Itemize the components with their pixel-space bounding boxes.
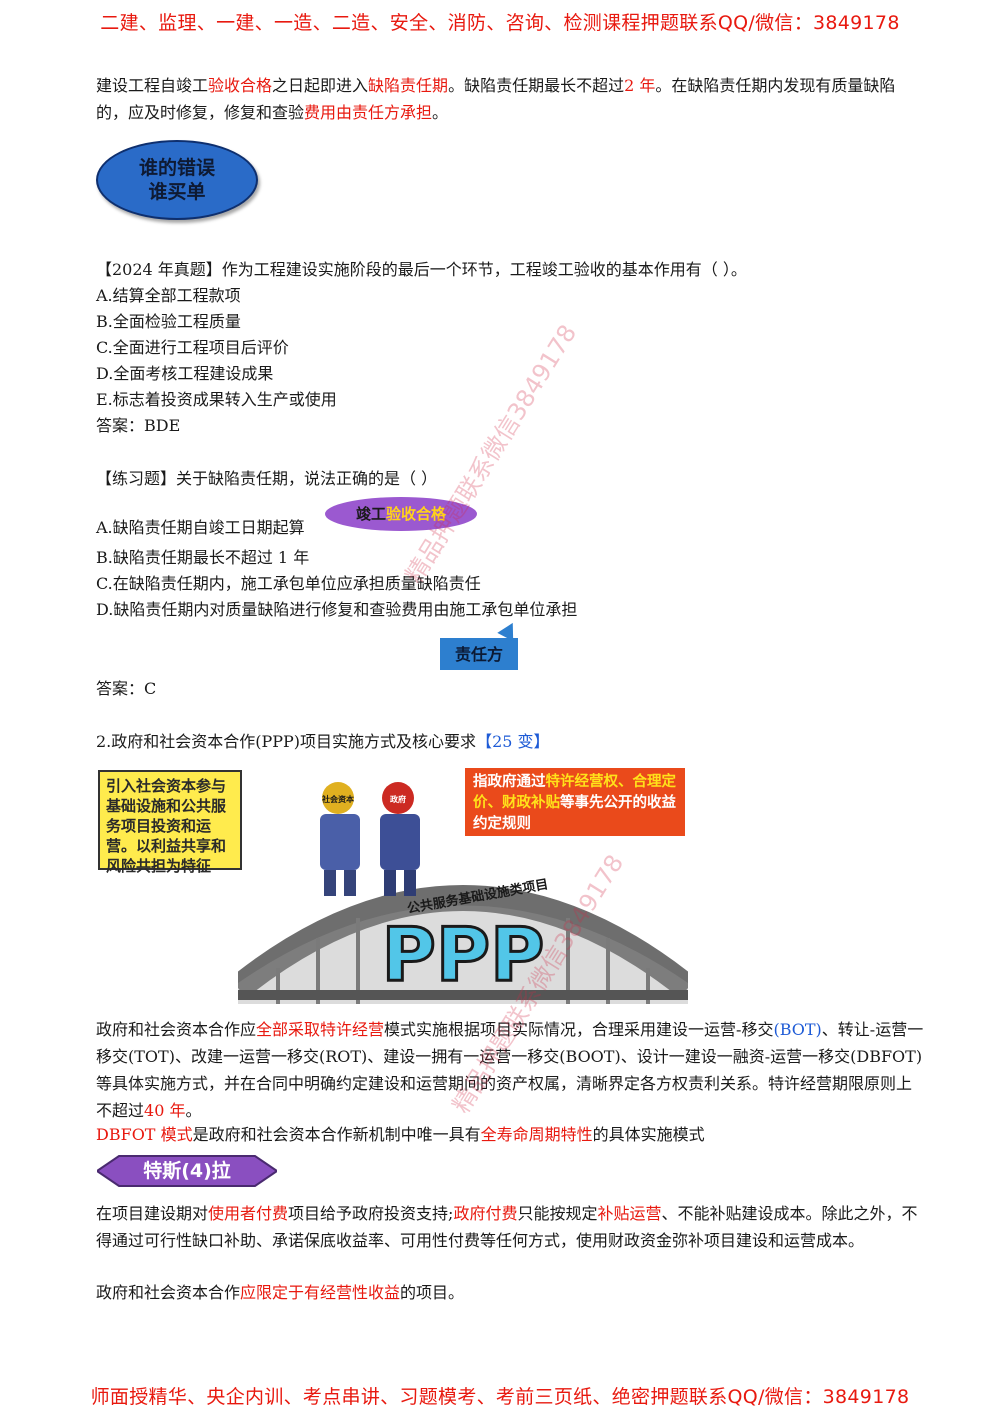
responsible-party-sticker: 责任方 xyxy=(440,638,518,670)
blame-sticker-line2: 谁买单 xyxy=(148,181,206,203)
limit-highlight: 应限定于有经营性收益 xyxy=(240,1283,401,1302)
limit-line: 政府和社会资本合作应限定于有经营性收益的项目。 xyxy=(96,1280,464,1306)
dbfot-highlight-1: DBFOT 模式 xyxy=(96,1125,193,1144)
practice-option-b: B.缺陷责任期最长不超过 1 年 xyxy=(96,548,310,567)
ppp-para-highlight-2: 40 年 xyxy=(144,1101,186,1120)
ppp-illustration: PPP 公共服务基础设施类项目 社会资本 政府 xyxy=(229,768,697,1004)
ppp-para-bot: (BOT) xyxy=(773,1020,822,1039)
question-2024-option-c: C.全面进行工程项目后评价 xyxy=(96,338,289,357)
limit-text-a: 政府和社会资本合作 xyxy=(96,1283,241,1302)
tesla-ribbon-text: 特斯(4)拉 xyxy=(143,1160,231,1182)
ppp-paragraph: 政府和社会资本合作应全部采取特许经营模式实施根据项目实际情况，合理采用建设一运营… xyxy=(96,1016,926,1124)
practice-option-a: A.缺陷责任期自竣工日期起算 xyxy=(96,518,305,537)
question-2024-stem: 【2024 年真题】作为工程建设实施阶段的最后一个环节，工程竣工验收的基本作用有… xyxy=(96,260,747,279)
watermark-upper: 精品押题联系微信3849178 xyxy=(400,319,583,589)
intro-highlight-3: 2 年 xyxy=(624,76,656,95)
pay-highlight-1: 使用者付费 xyxy=(208,1204,289,1223)
ppp-para-text-a: 政府和社会资本合作应 xyxy=(96,1020,257,1039)
pay-text-a: 在项目建设期对 xyxy=(96,1204,209,1223)
practice-answer: 答案：C xyxy=(96,679,157,698)
practice-stem: 【练习题】关于缺陷责任期，说法正确的是（ ） xyxy=(96,469,438,488)
ppp-para-text-d: 。 xyxy=(185,1101,202,1120)
intro-highlight-1: 验收合格 xyxy=(208,76,273,95)
ppp-right-banner: 指政府通过特许经营权、合理定价、财政补贴等事先公开的收益约定规则 xyxy=(465,768,685,836)
intro-text-1: 建设工程自竣工 xyxy=(96,76,209,95)
blame-sticker-line1: 谁的错误 xyxy=(138,157,215,179)
ppp-right-highlight: 特许经营权、合理定价、财政补贴 xyxy=(473,774,676,811)
question-2024-option-e: E.标志着投资成果转入生产或使用 xyxy=(96,390,337,409)
section-2-tag: 【25 变】 xyxy=(476,732,550,751)
intro-text-5: 。 xyxy=(432,103,449,122)
acceptance-sticker-text: 竣工 xyxy=(355,505,386,523)
intro-text-4: 。在缺陷责任期内发现有质量缺陷的，应及时修复，修复和查验 xyxy=(96,76,896,122)
tesla-ribbon: 特斯(4)拉 xyxy=(95,1154,279,1188)
ppp-bridge-drawing: PPP 公共服务基础设施类项目 社会资本 政府 xyxy=(229,782,697,1004)
dbfot-line: DBFOT 模式是政府和社会资本合作新机制中唯一具有全寿命周期特性的具体实施模式 xyxy=(96,1122,705,1148)
dbfot-text-a: 是政府和社会资本合作新机制中唯一具有 xyxy=(192,1125,481,1144)
pay-highlight-3: 补贴运营 xyxy=(597,1204,662,1223)
footer-banner: 师面授精华、央企内训、考点串讲、习题模考、考前三页纸、绝密押题联系QQ/微信：3… xyxy=(90,1386,910,1408)
pay-text-c: 只能按规定 xyxy=(517,1204,598,1223)
intro-highlight-4: 费用由责任方承担 xyxy=(304,103,433,122)
question-2024-option-a: A.结算全部工程款项 xyxy=(96,286,241,305)
acceptance-sticker-highlight: 验收合格 xyxy=(386,505,447,523)
practice-option-c: C.在缺陷责任期内，施工承包单位应承担质量缺陷责任 xyxy=(96,574,481,593)
ppp-left-banner: 引入社会资本参与基础设施和公共服务项目投资和运营。以利益共享和风险共担为特征 xyxy=(98,770,242,875)
section-2-title-text: 2.政府和社会资本合作(PPP)项目实施方式及核心要求 xyxy=(96,732,477,751)
pay-text-d: 、不能补贴建设成本。除此之外，不得通过可行性缺口补助、承诺保底收益率、可用性付费… xyxy=(96,1204,918,1250)
left-person-label: 社会资本 xyxy=(321,794,354,804)
intro-text-3: 。缺陷责任期最长不超过 xyxy=(448,76,625,95)
intro-highlight-2: 缺陷责任期 xyxy=(368,76,449,95)
intro-text-2: 之日起即进入 xyxy=(272,76,369,95)
ppp-letters: PPP xyxy=(382,912,545,998)
pay-text-b: 项目给予政府投资支持; xyxy=(288,1204,454,1223)
limit-text-b: 的项目。 xyxy=(400,1283,465,1302)
ppp-para-text-b: 模式实施根据项目实际情况，合理采用建设一运营-移交 xyxy=(384,1020,774,1039)
ppp-para-text-c: 、转让-运营一移交(TOT)、改建一运营一移交(ROT)、建设一拥有一运营一移交… xyxy=(96,1020,924,1120)
payment-paragraph: 在项目建设期对使用者付费项目给予政府投资支持;政府付费只能按规定补贴运营、不能补… xyxy=(96,1200,926,1254)
ppp-para-highlight-1: 全部采取特许经营 xyxy=(256,1020,385,1039)
right-person-label: 政府 xyxy=(390,794,406,804)
acceptance-sticker: 竣工验收合格 xyxy=(325,497,477,531)
question-2024-option-b: B.全面检验工程质量 xyxy=(96,312,241,331)
question-2024-answer: 答案：BDE xyxy=(96,416,181,435)
question-2024-option-d: D.全面考核工程建设成果 xyxy=(96,364,274,383)
section-2-title: 2.政府和社会资本合作(PPP)项目实施方式及核心要求【25 变】 xyxy=(96,729,550,755)
blame-sticker: 谁的错误 谁买单 xyxy=(96,140,258,220)
dbfot-text-b: 的具体实施模式 xyxy=(592,1125,705,1144)
dbfot-highlight-2: 全寿命周期特性 xyxy=(480,1125,593,1144)
pay-highlight-2: 政府付费 xyxy=(453,1204,518,1223)
ppp-right-text-c: 等事先公开的收益约定规则 xyxy=(473,795,676,832)
header-banner: 二建、监理、一建、一造、二造、安全、消防、咨询、检测课程押题联系QQ/微信：38… xyxy=(100,12,900,34)
intro-paragraph: 建设工程自竣工验收合格之日起即进入缺陷责任期。缺陷责任期最长不超过2 年。在缺陷… xyxy=(96,72,926,126)
practice-option-d: D.缺陷责任期内对质量缺陷进行修复和查验费用由施工承包单位承担 xyxy=(96,600,578,619)
ppp-right-text-a: 指政府通过 xyxy=(473,774,546,790)
